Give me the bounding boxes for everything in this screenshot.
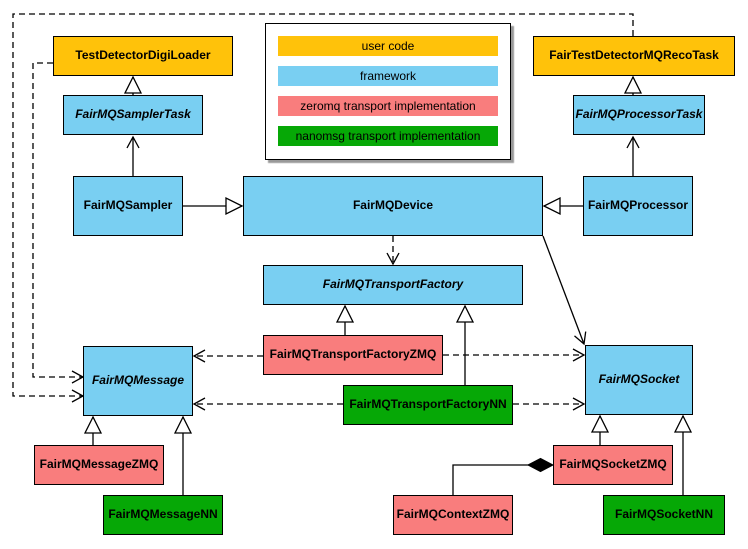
- node-fairmqmessage: FairMQMessage: [83, 346, 193, 416]
- node-fairmqsocket: FairMQSocket: [585, 345, 693, 415]
- node-fairmqprocessortask: FairMQProcessorTask: [573, 95, 705, 135]
- node-fairmqtransportfactoryzmq: FairMQTransportFactoryZMQ: [263, 335, 443, 375]
- node-fairmqmessagenn: FairMQMessageNN: [103, 495, 223, 535]
- node-fairmqprocessor: FairMQProcessor: [583, 176, 693, 236]
- node-testdetectordigiloader: TestDetectorDigiLoader: [53, 36, 233, 76]
- node-fairmqsamplertask: FairMQSamplerTask: [63, 95, 203, 135]
- edge-device-to-socket: [542, 235, 587, 346]
- legend-swatch-nanomsg: nanomsg transport implementation: [278, 126, 498, 146]
- node-fairmqmessagezmq: FairMQMessageZMQ: [34, 445, 164, 485]
- node-fairmqsocketnn: FairMQSocketNN: [603, 495, 725, 535]
- node-fairmqtransportfactorynn: FairMQTransportFactoryNN: [343, 385, 513, 425]
- edge-contextzmq-to-socketzmq: [452, 457, 555, 495]
- edge-digiloader-to-message: [32, 62, 85, 384]
- node-fairmqsocketzmq: FairMQSocketZMQ: [553, 445, 673, 485]
- node-fairtestdetectormqrecotask: FairTestDetectorMQRecoTask: [533, 36, 735, 76]
- composition-diamond-icon: [526, 457, 555, 473]
- node-fairmqtransportfactory: FairMQTransportFactory: [263, 265, 523, 305]
- legend-swatch-user-code: user code: [278, 36, 498, 56]
- edge-recotask-to-message: [12, 13, 634, 403]
- legend-swatch-framework: framework: [278, 66, 498, 86]
- legend-swatch-zeromq: zeromq transport implementation: [278, 96, 498, 116]
- node-fairmqsampler: FairMQSampler: [73, 176, 183, 236]
- node-fairmqcontextzmq: FairMQContextZMQ: [393, 495, 513, 535]
- node-fairmqdevice: FairMQDevice: [243, 176, 543, 236]
- legend: user code framework zeromq transport imp…: [265, 23, 511, 160]
